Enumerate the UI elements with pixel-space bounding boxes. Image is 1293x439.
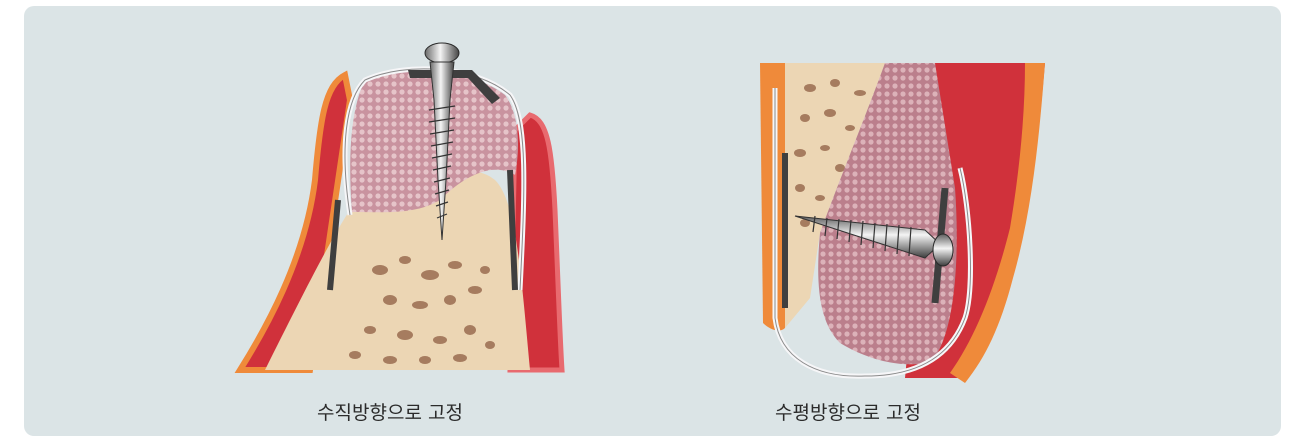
figure-caption-horizontal: 수평방향으로 고정 [775,398,921,425]
vertical-fixation-diagram [230,40,570,385]
horizontal-fixation-illustration [755,58,1055,388]
vertical-fixation-illustration [230,40,570,385]
horizontal-fixation-diagram [755,58,1055,388]
figure-panel [24,6,1281,436]
figure-caption-vertical: 수직방향으로 고정 [317,398,463,425]
